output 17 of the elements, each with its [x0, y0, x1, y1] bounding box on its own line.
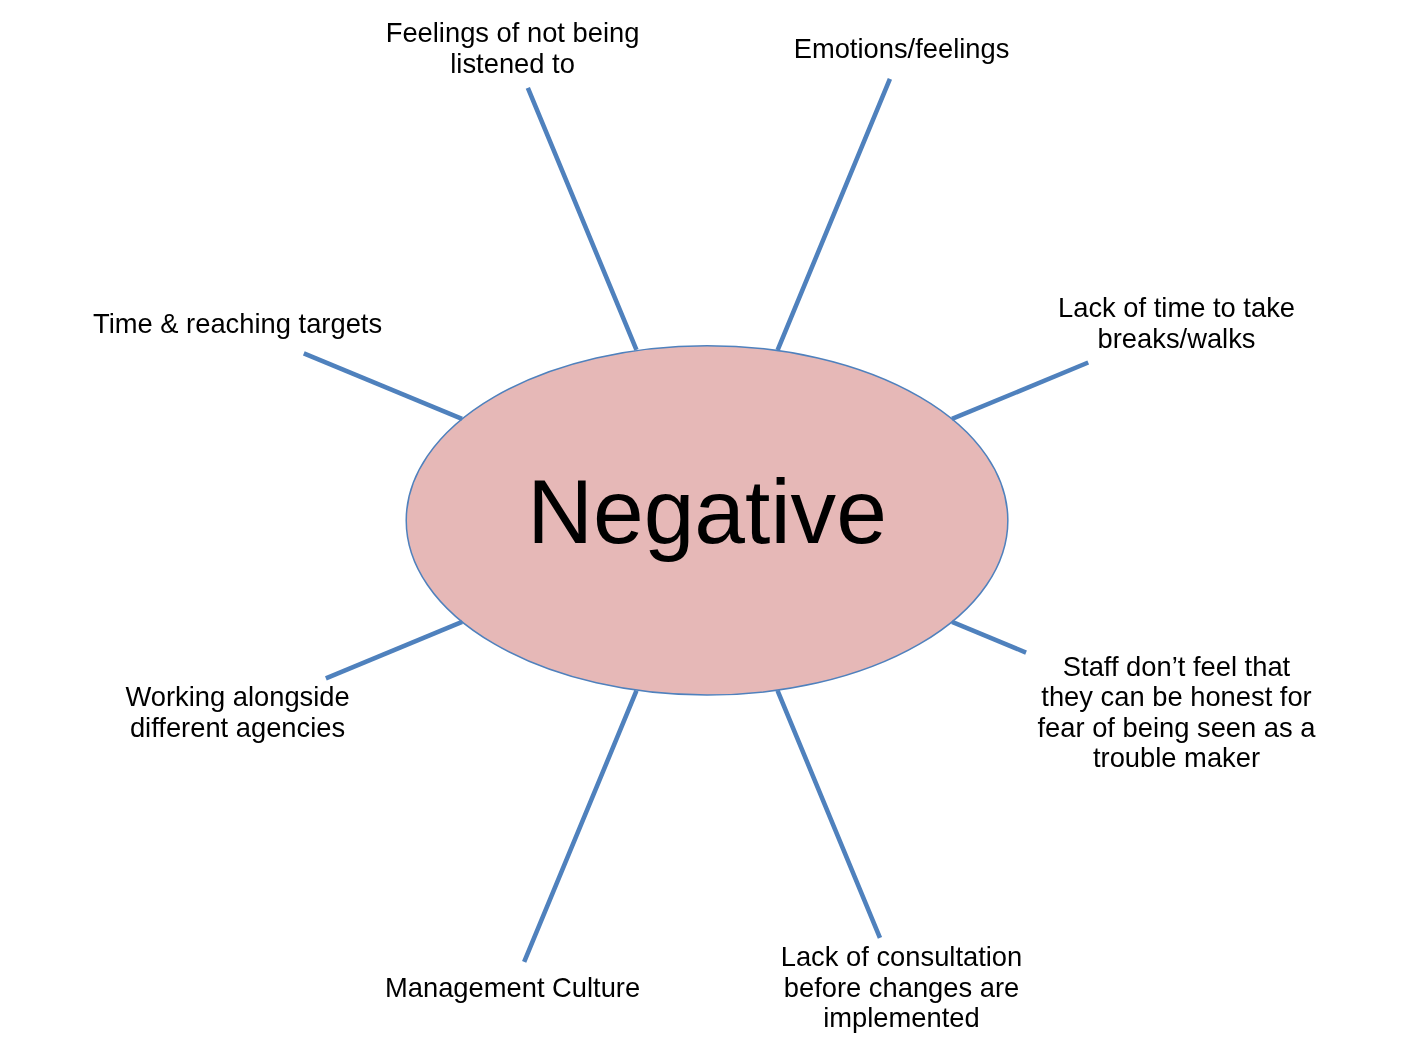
node-text: Time & reaching targets	[92, 307, 382, 339]
connector	[774, 689, 882, 939]
connector	[525, 86, 639, 351]
connector	[950, 360, 1089, 422]
node-text: Lack of consultation before changes are implemented	[780, 941, 1022, 1033]
connector	[302, 351, 463, 422]
connector	[324, 619, 463, 681]
node-text: Working alongside different agencies	[124, 681, 350, 743]
node-text: Staff don’t feel that they can be honest for fear of being seen as a trouble maker	[1037, 650, 1316, 774]
connector	[775, 78, 892, 351]
node-text: Management Culture	[384, 971, 640, 1003]
node-text: Emotions/feelings	[793, 32, 1009, 64]
connector	[521, 689, 639, 963]
connector	[950, 619, 1027, 655]
node-ellipse: Negative	[404, 344, 1009, 696]
node-text: Feelings of not being listened to	[385, 17, 639, 79]
node-text: Lack of time to take breaks/walks	[1057, 292, 1295, 354]
